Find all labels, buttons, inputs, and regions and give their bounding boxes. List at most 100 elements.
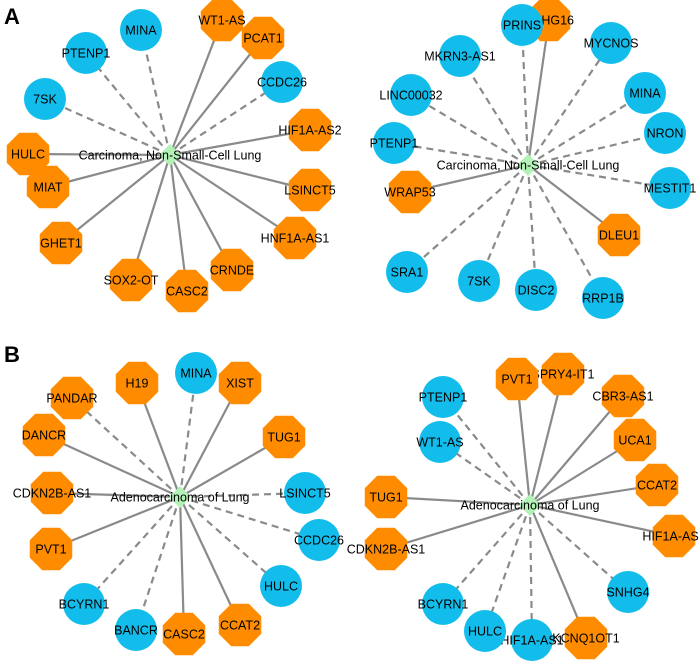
node-mycnos: MYCNOS <box>584 22 638 64</box>
nodes: SNHG16MYCNOSMINANRONMESTIT1DLEU1RRP1BDIS… <box>370 0 697 319</box>
node-label: PVT1 <box>35 543 66 557</box>
hub-node: Carcinoma, Non-Small-Cell Lung <box>79 144 262 166</box>
hub-label: Adenocarcinoma of Lung <box>461 499 600 513</box>
network-a-right: SNHG16MYCNOSMINANRONMESTIT1DLEU1RRP1BDIS… <box>370 0 697 319</box>
node-wt1-as: WT1-AS <box>416 421 464 463</box>
edge-sra1 <box>406 164 529 273</box>
edge-rrp1b <box>527 164 604 299</box>
circle-node-icon <box>373 122 415 164</box>
edge-pcat1 <box>169 37 264 156</box>
octagon-node-icon <box>6 132 50 176</box>
circle-node-icon <box>298 519 340 561</box>
node-hulc: HULC <box>260 565 302 607</box>
node-label: CCDC26 <box>257 76 307 90</box>
node-label: DANCR <box>22 429 66 443</box>
node-7sk: 7SK <box>24 78 66 120</box>
node-label: SRA1 <box>391 266 424 280</box>
circle-node-icon <box>649 167 691 209</box>
node-label: PTENP1 <box>370 137 419 151</box>
node-ccat2: CCAT2 <box>218 603 262 647</box>
node-cbr3-as1: CBR3-AS1 <box>592 374 654 418</box>
node-h19: H19 <box>115 361 159 405</box>
circle-node-icon <box>24 78 66 120</box>
octagon-node-icon <box>30 471 74 515</box>
octagon-node-icon <box>26 165 70 209</box>
node-uca1: UCA1 <box>613 418 657 462</box>
node-lsinct5: LSINCT5 <box>279 472 331 514</box>
node-ptenp1: PTENP1 <box>62 32 110 74</box>
edge-ccdc26 <box>179 495 320 542</box>
edge-ghet1 <box>60 154 171 244</box>
node-ccdc26: CCDC26 <box>294 519 344 561</box>
node-tug1: TUG1 <box>262 415 306 459</box>
node-label: HIF1A-AS1 <box>500 634 563 648</box>
octagon-node-icon <box>210 248 254 292</box>
edge-linc00032 <box>410 94 529 166</box>
edges <box>43 372 320 635</box>
edge-bcyrn1 <box>442 504 531 605</box>
edge-wt1-as <box>439 441 531 506</box>
octagon-node-icon <box>364 527 408 571</box>
circle-node-icon <box>501 4 543 46</box>
node-label: CDKN2B-AS1 <box>13 487 92 501</box>
node-label: MINA <box>125 24 157 38</box>
node-label: BANCR <box>114 624 158 638</box>
circle-node-icon <box>65 32 107 74</box>
edge-hulc <box>179 496 282 587</box>
node-bancr: BANCR <box>114 609 158 651</box>
octagon-node-icon <box>22 413 66 457</box>
edge-ptenp1 <box>393 141 529 167</box>
node-ghet1: GHET1 <box>39 221 83 265</box>
hub-label: Carcinoma, Non-Small-Cell Lung <box>79 149 262 163</box>
circle-node-icon <box>590 22 632 64</box>
network-layer: WT1-ASPCAT1CCDC26HIF1A-AS2LSINCT5HNF1A-A… <box>6 0 699 661</box>
node-wrap53: WRAP53 <box>384 170 436 214</box>
node-kcnq1ot1: KCNQ1OT1 <box>552 616 620 660</box>
edge-prins <box>520 24 530 166</box>
edge-disc2 <box>526 164 538 291</box>
edge-kcnq1ot1 <box>528 504 588 639</box>
node-label: HIF1A-AS2 <box>278 124 341 138</box>
node-label: 7SK <box>467 275 491 289</box>
node-label: CCAT2 <box>220 619 260 633</box>
node-nron: NRON <box>644 112 686 154</box>
edge-mina <box>178 372 198 498</box>
node-spry4-it1: SPRY4-IT1 <box>532 352 595 396</box>
node-lsinct5: LSINCT5 <box>284 168 336 212</box>
node-label: RRP1B <box>582 292 624 306</box>
node-label: PVT1 <box>501 373 532 387</box>
node-hnf1a-as1: HNF1A-AS1 <box>261 216 329 260</box>
octagon-node-icon <box>200 0 244 42</box>
node-cdkn2b-as1: CDKN2B-AS1 <box>13 471 92 515</box>
octagon-node-icon <box>613 418 657 462</box>
edge-lsinct5 <box>179 491 306 499</box>
node-label: MESTIT1 <box>644 182 697 196</box>
edge-snhg4 <box>529 504 629 593</box>
edge-mycnos <box>527 42 612 166</box>
octagon-node-icon <box>635 463 679 507</box>
octagon-node-icon <box>218 603 262 647</box>
node-label: PTENP1 <box>419 391 468 405</box>
circle-node-icon <box>386 251 428 293</box>
octagon-node-icon <box>601 374 645 418</box>
node-7sk: 7SK <box>458 260 500 302</box>
edge-pvt1 <box>50 495 181 551</box>
network-a-left: WT1-ASPCAT1CCDC26HIF1A-AS2LSINCT5HNF1A-A… <box>6 0 342 313</box>
edge-hif1a-as2 <box>529 503 675 538</box>
node-label: CCAT2 <box>637 479 677 493</box>
octagon-node-icon <box>262 415 306 459</box>
node-pcat1: PCAT1 <box>241 16 285 60</box>
edge-bcyrn1 <box>83 496 181 605</box>
octagon-node-icon <box>652 514 696 558</box>
edge-casc2 <box>168 154 189 292</box>
node-ptenp1: PTENP1 <box>419 376 468 418</box>
node-bcyrn1: BCYRN1 <box>418 583 468 625</box>
circle-node-icon <box>464 610 506 652</box>
node-label: TUG1 <box>369 491 402 505</box>
octagon-node-icon <box>29 527 73 571</box>
octagon-node-icon <box>288 108 332 152</box>
edges <box>27 19 311 292</box>
node-mestit1: MESTIT1 <box>644 167 697 209</box>
node-tug1: TUG1 <box>364 475 408 519</box>
node-label: BCYRN1 <box>59 598 110 612</box>
